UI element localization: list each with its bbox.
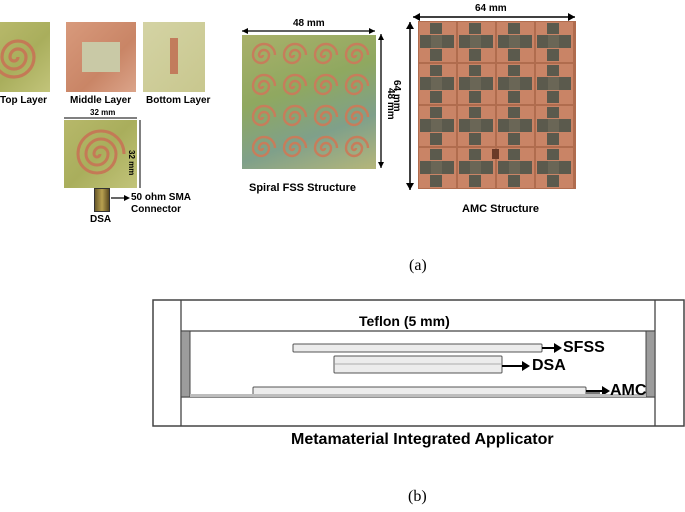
- amc-height-label: 64 mm: [391, 80, 402, 112]
- middle-layer-slot: [82, 42, 120, 72]
- bottom-layer-label: Bottom Layer: [146, 95, 211, 106]
- dsa-layer-label: DSA: [532, 357, 566, 374]
- dsa-spiral: [76, 129, 126, 175]
- amc-pattern: [419, 22, 573, 188]
- top-layer-spiral: [0, 39, 36, 79]
- connector-label-line2: Connector: [131, 204, 181, 215]
- middle-layer-label: Middle Layer: [70, 95, 132, 106]
- fss-board: [242, 35, 376, 169]
- applicator-title: Metamaterial Integrated Applicator: [291, 431, 554, 448]
- bottom-layer-board: [143, 22, 205, 92]
- bottom-layer-feedline: [170, 38, 178, 74]
- teflon-label: Teflon (5 mm): [359, 313, 450, 329]
- amc-caption: AMC Structure: [462, 203, 540, 215]
- amc-board: [418, 21, 576, 189]
- connector-label-line1: 50 ohm SMA: [131, 192, 192, 203]
- panel-a-caption: (a): [409, 257, 427, 274]
- fss-width-label: 48 mm: [293, 18, 325, 29]
- amc-width-label: 64 mm: [475, 3, 507, 14]
- dsa-label: DSA: [90, 214, 112, 225]
- dsa-height-label: 32 mm: [127, 150, 136, 176]
- dsa-width-label: 32 mm: [90, 108, 116, 117]
- sma-connector: [94, 188, 110, 212]
- middle-layer-board: [66, 22, 136, 92]
- sfss-label: SFSS: [563, 339, 605, 356]
- amc-layer-label: AMC: [610, 382, 647, 399]
- fss-spiral-array: [251, 42, 370, 158]
- top-layer-board: [0, 22, 50, 92]
- dsa-board: [64, 120, 137, 188]
- panel-b-caption: (b): [408, 488, 427, 505]
- top-layer-label: Top Layer: [0, 95, 48, 106]
- fss-caption: Spiral FSS Structure: [249, 182, 356, 194]
